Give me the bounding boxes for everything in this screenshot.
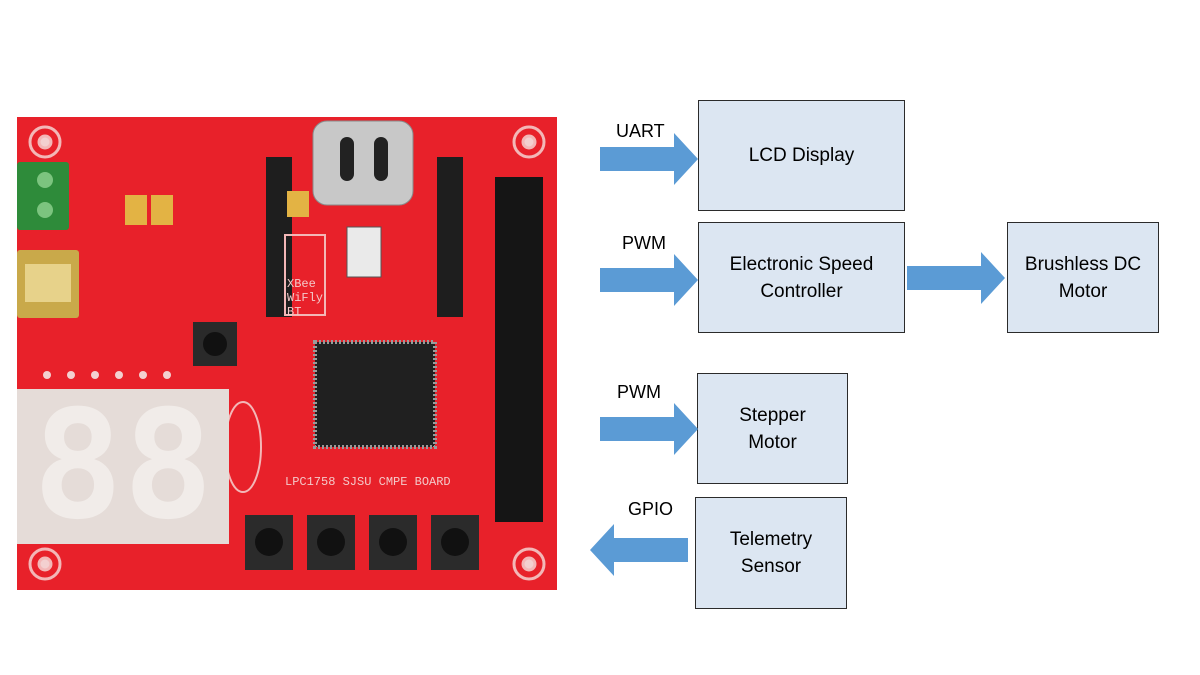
slide-switch	[346, 226, 382, 278]
telemetry-label: Telemetry Sensor	[729, 529, 813, 577]
mounting-holes	[28, 125, 546, 581]
esc-label: Electronic Speed Controller	[729, 253, 874, 302]
reset-button	[193, 322, 237, 366]
arrow-to-esc	[600, 254, 698, 306]
svg-text:BT: BT	[287, 305, 301, 319]
arrow-to-stepper	[600, 403, 698, 455]
capacitors	[125, 191, 309, 225]
pwm-stepper-signal-label: PWM	[617, 382, 661, 402]
stepper-label: Stepper Motor	[739, 404, 806, 453]
arrow-esc-to-bldc	[907, 252, 1005, 304]
usb-connector	[17, 250, 79, 318]
pin-row	[43, 371, 171, 379]
battery-holder	[312, 120, 414, 206]
bldc-label: Brushless DC Motor	[1024, 253, 1142, 302]
lcd-display-box: LCD Display	[698, 100, 905, 211]
svg-text:WiFly: WiFly	[287, 291, 323, 305]
header-right	[495, 177, 543, 522]
board-label: LPC1758 SJSU CMPE BOARD	[285, 475, 451, 489]
electronic-speed-controller-box: Electronic Speed Controller	[698, 222, 905, 333]
telemetry-sensor-box: Telemetry Sensor	[695, 497, 847, 609]
pwm-esc-signal-label: PWM	[622, 233, 666, 253]
header-center	[437, 157, 463, 317]
xbee-socket	[284, 234, 326, 316]
gpio-signal-label: GPIO	[628, 499, 674, 519]
stepper-motor-box: Stepper Motor	[697, 373, 848, 484]
tactile-buttons	[245, 515, 479, 570]
seven-segment-display: 88	[17, 379, 229, 553]
svg-text:88: 88	[33, 379, 214, 553]
power-terminal	[17, 162, 69, 230]
brushless-dc-motor-box: Brushless DC Motor	[1007, 222, 1159, 333]
mcu-chip	[313, 340, 437, 449]
uart-signal-label: UART	[616, 121, 665, 141]
lcd-display-label: LCD Display	[748, 145, 855, 166]
arrow-from-telemetry	[590, 524, 688, 576]
header-left	[266, 157, 292, 317]
microcontroller-board-image: XBee WiFly BT 88 LPC1758 SJSU CMPE BOARD	[17, 117, 557, 590]
arrow-to-lcd	[600, 133, 698, 185]
module-label: XBee	[287, 277, 316, 291]
